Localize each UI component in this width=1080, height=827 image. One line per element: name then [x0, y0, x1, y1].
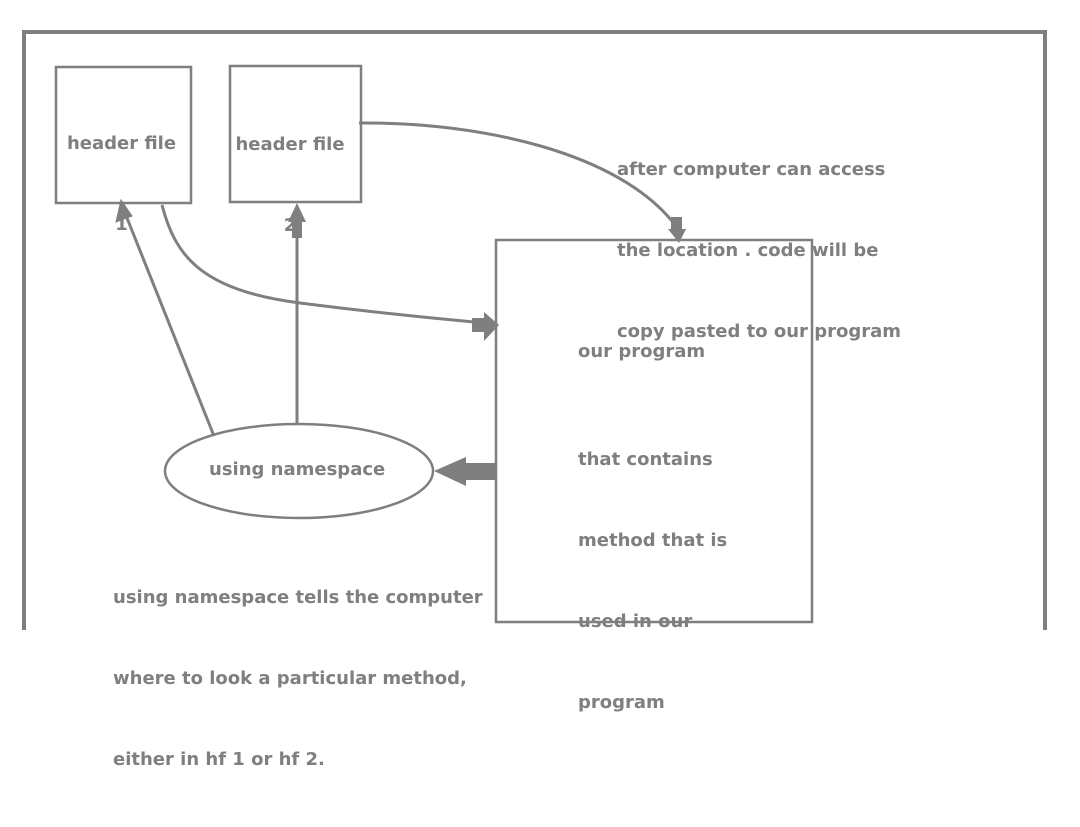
- arrow-hf1-to-program-head: [484, 312, 499, 341]
- note-top-line1: after computer can access: [617, 159, 886, 180]
- note-top: after computer can access the location .…: [617, 102, 901, 399]
- header-file-2-label: header file 2: [226, 77, 354, 293]
- note-bottom-line1: using namespace tells the computer: [113, 587, 483, 608]
- header-file-1-label: header file 1: [56, 76, 187, 292]
- arrow-namespace-to-hf2-block: [292, 218, 302, 238]
- header-file-1-line2: 1: [115, 214, 128, 235]
- program-box: [494, 238, 814, 624]
- arrow-hf2-to-program-curve: [358, 121, 678, 227]
- arrow-namespace-to-hf1-head: [115, 198, 133, 223]
- arrow-hf2-to-program-head: [668, 229, 686, 243]
- note-bottom: using namespace tells the computer where…: [113, 530, 483, 827]
- arrow-program-to-namespace-shaft: [462, 463, 496, 480]
- header-file-2-line1: header file: [235, 134, 345, 155]
- program-box-desc-line3: used in our: [578, 611, 693, 632]
- program-box-title: our program: [578, 341, 706, 362]
- program-box-desc-line1: that contains: [578, 449, 713, 470]
- note-top-line2: the location . code will be: [617, 240, 879, 261]
- diagram-canvas: header file 1 header file 2 after comput…: [22, 30, 1047, 770]
- program-box-desc-line2: method that is: [578, 530, 728, 551]
- outer-frame: [22, 30, 1047, 630]
- header-file-2-box: [228, 64, 363, 204]
- arrow-hf1-to-program-curve: [160, 204, 475, 324]
- note-bottom-line2: where to look a particular method,: [113, 668, 467, 689]
- program-box-desc-line4: program: [578, 692, 665, 713]
- note-bottom-line3: either in hf 1 or hf 2.: [113, 749, 325, 770]
- header-file-2-line2: 2: [283, 215, 297, 236]
- header-file-1-line1: header file: [66, 133, 177, 154]
- arrow-hf1-to-program-block: [472, 318, 486, 332]
- namespace-ellipse: [163, 422, 435, 520]
- diagram-shapes: [22, 30, 1047, 630]
- arrow-hf2-to-program-block: [671, 217, 682, 229]
- arrow-program-to-namespace-head: [434, 457, 466, 486]
- arrow-namespace-to-hf2-head: [288, 203, 306, 222]
- program-box-description: that contains method that is used in our…: [578, 392, 727, 770]
- namespace-ellipse-label: using namespace: [209, 459, 386, 480]
- note-top-line3: copy pasted to our program: [617, 321, 901, 342]
- arrow-namespace-to-hf1-shaft: [125, 217, 216, 437]
